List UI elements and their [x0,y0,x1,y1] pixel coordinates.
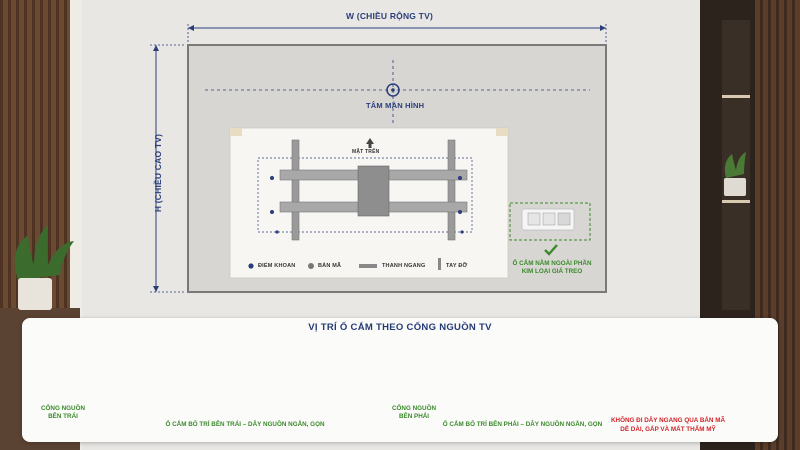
top-side-label: MẶT TRÊN [352,149,380,155]
screen-center-label: TÂM MÀN HÌNH [366,101,425,110]
wrong-caption-2: DỄ DÀI, GẤP VÀ MẤT THẨM MỸ [620,426,716,433]
width-label: W (CHIỀU RỘNG TV) [346,11,433,21]
wrong-caption-1: KHÔNG ĐI DÂY NGANG QUA BẢN MÃ [610,417,726,424]
height-label: H (CHIỀU CAO TV) [153,133,163,213]
left-outlet-caption: Ổ CẮM BỐ TRÍ BÊN TRÁI – DÂY NGUỒN NGẮN, … [165,421,325,428]
right-outlet-caption: Ổ CẮM BỐ TRÍ BÊN PHẢI – DÂY NGUỒN NGẮN, … [442,421,603,428]
outlet-note: Ổ CẮM NẰM NGOÀI PHẦN KIM LOẠI GIÁ TREO [512,260,592,275]
outlet-position-panel: VỊ TRÍ Ổ CẮM THEO CỔNG NGUỒN TV [22,318,778,442]
legend-drill-point: ĐIỂM KHOAN [258,263,296,269]
panel-title: VỊ TRÍ Ổ CẮM THEO CỔNG NGUỒN TV [308,322,492,333]
right-port-label: CỔNG NGUỒN BÊN PHẢI [391,405,437,420]
legend-plate: BẢN MÃ [318,263,342,269]
legend-bar: THANH NGANG [382,263,426,269]
legend-arm: TAY ĐỠ [446,263,468,269]
left-port-label: CỔNG NGUỒN BÊN TRÁI [40,405,86,420]
